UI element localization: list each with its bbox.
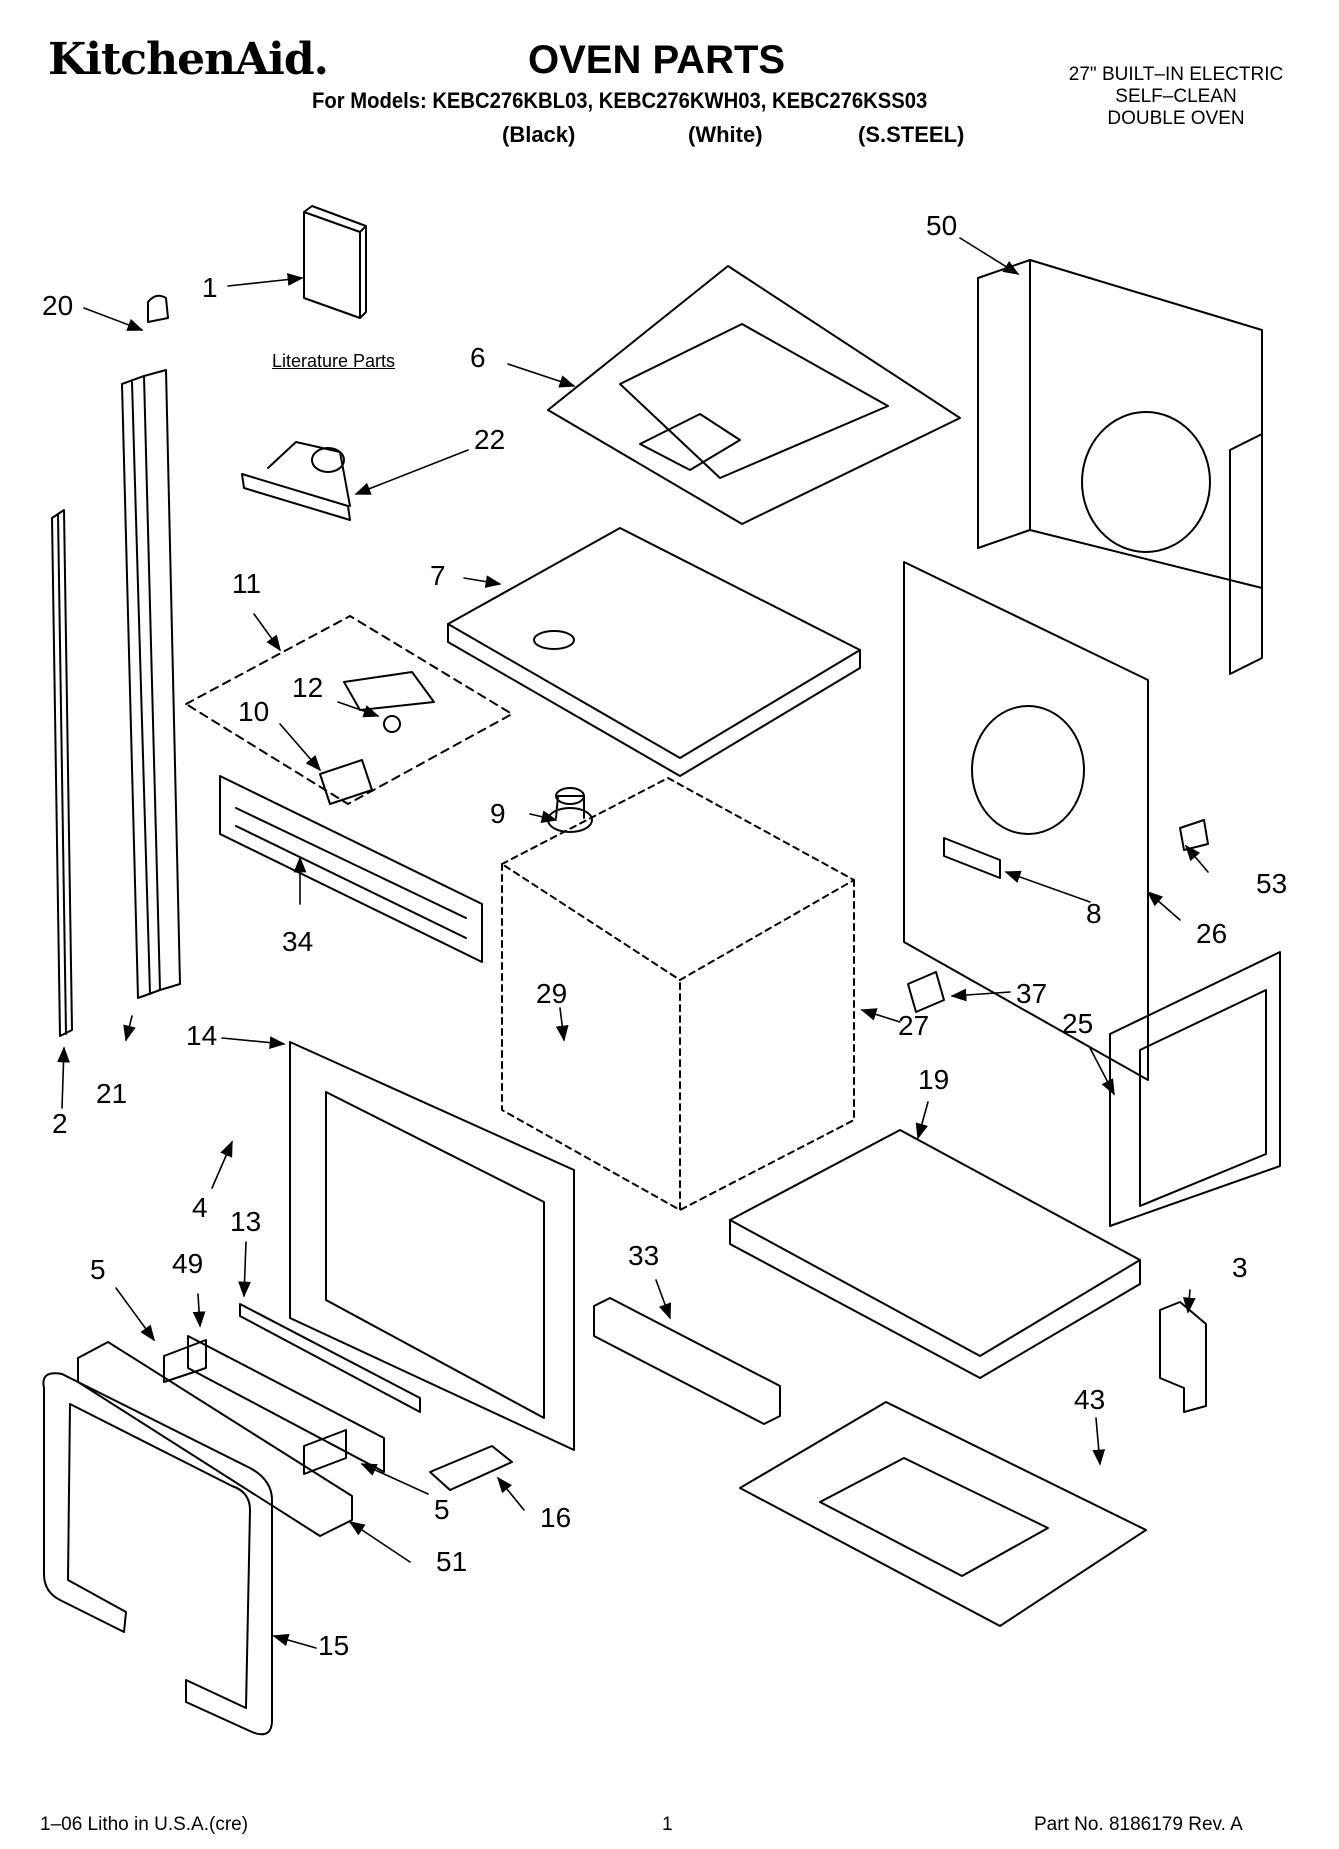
part-9-motor [547,787,593,833]
callout-21: 21 [96,1078,128,1109]
part-12-bulb [343,671,435,733]
part-21-trim [121,369,181,999]
callout-26: 26 [1196,918,1228,949]
part-20-cap [147,294,169,323]
callout-22: 22 [474,424,506,455]
part-13-strip [239,1303,421,1413]
callout-51: 51 [436,1546,468,1577]
callout-50: 50 [926,210,958,241]
color-white: (White) [688,122,763,147]
part-7-top-panel [447,527,861,777]
callout-19: 19 [918,1064,950,1095]
part-3-bracket [1159,1301,1207,1413]
callout-20: 20 [42,290,74,321]
callout-3: 3 [1232,1252,1248,1283]
callout-6: 6 [470,342,486,373]
part-34-vent [219,775,483,963]
part-number: Part No. 8186179 Rev. A [1034,1814,1243,1835]
callout-33: 33 [628,1240,660,1271]
callout-34: 34 [282,926,314,957]
part-2-rail [51,509,73,1037]
part-literature-booklet [303,205,367,319]
callout-1: 1 [202,272,218,303]
callout-15: 15 [318,1630,350,1661]
callout-9: 9 [490,798,506,829]
kitchenaid-logo: KitchenAid. [48,34,329,85]
callout-4: 4 [192,1192,208,1223]
part-14-front-frame [289,1041,575,1451]
part-50-back-panel [977,259,1263,675]
part-10-lens [319,759,373,805]
litho-note: 1–06 Litho in U.S.A.(cre) [40,1814,249,1835]
callout-2: 2 [52,1108,68,1139]
part-11-light-group [185,615,513,805]
part-51-front-trim [77,1341,353,1537]
color-stainless: (S.STEEL) [858,122,965,147]
callout-7: 7 [430,560,446,591]
callout-27: 27 [898,1010,930,1041]
part-5-pad-left [163,1339,207,1383]
callout-53: 53 [1256,868,1288,899]
part-5-pad-right [303,1429,347,1475]
product-description: 27" BUILT–IN ELECTRIC SELF–CLEAN DOUBLE … [1036,64,1316,130]
page-title: OVEN PARTS [528,38,786,82]
callout-5-left: 5 [90,1254,106,1285]
callout-25: 25 [1062,1008,1094,1039]
callout-8: 8 [1086,898,1102,929]
models-line: For Models: KEBC276KBL03, KEBC276KWH03, … [312,88,928,113]
callout-16: 16 [540,1502,572,1533]
product-line-3: DOUBLE OVEN [1107,108,1245,129]
part-6-top-shroud [547,265,961,525]
leader-arrows [57,237,1209,1649]
callout-11: 11 [232,568,262,599]
literature-parts-label: Literature Parts [272,351,396,371]
callout-5-right: 5 [434,1494,450,1525]
part-22-control [241,441,351,521]
part-49-bar [187,1335,385,1473]
callout-43: 43 [1074,1384,1106,1415]
part-26-side-plate [903,561,1149,1081]
callout-14: 14 [186,1020,218,1051]
callout-49: 49 [172,1248,204,1279]
part-25-side-panel [1109,951,1281,1227]
part-16-bracket [429,1445,513,1491]
part-19-bottom-panel [729,1129,1141,1379]
part-8-block [943,837,1001,879]
part-33-rail [593,1297,781,1425]
product-line-2: SELF–CLEAN [1115,86,1237,107]
color-black: (Black) [502,122,576,147]
callout-12: 12 [292,672,324,703]
product-line-1: 27" BUILT–IN ELECTRIC [1068,64,1284,85]
page-number: 1 [662,1814,673,1835]
part-27-oven-cavity [501,777,855,1211]
callout-10: 10 [238,696,270,727]
part-37-sensor [907,971,945,1013]
callout-29: 29 [536,978,568,1009]
part-53-clip [1179,819,1209,851]
callout-13: 13 [230,1206,262,1237]
callout-37: 37 [1016,978,1048,1009]
part-43-bottom-tray [739,1401,1147,1627]
part-15-gasket [42,1372,273,1736]
